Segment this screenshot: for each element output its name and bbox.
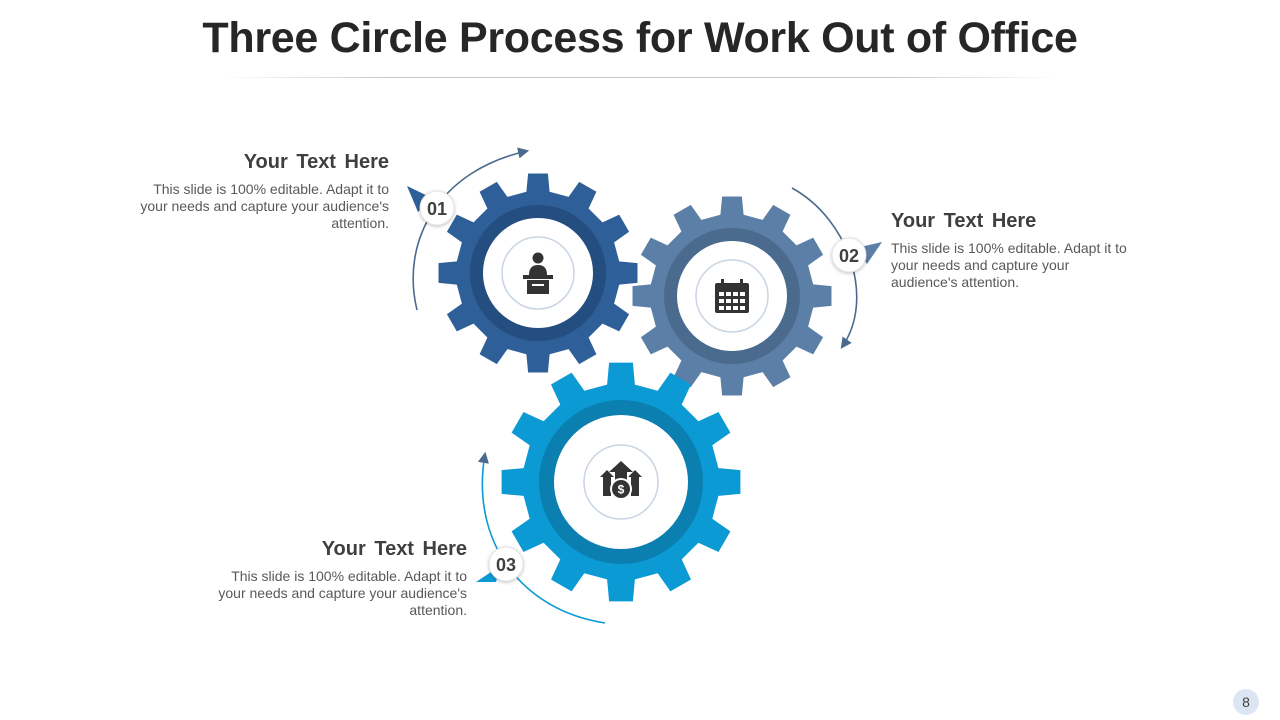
text-block-03: Your Text Here This slide is 100% editab… [207,538,467,619]
money-growth-icon: $ [600,461,642,500]
title-divider [220,77,1060,78]
calendar-icon [715,279,749,313]
step-number-02: 02 [839,246,859,266]
slide-title: Three Circle Process for Work Out of Off… [202,14,1078,62]
badge-01-pointer [407,186,432,212]
step-heading-01: Your Text Here [243,151,389,173]
step-number-01: 01 [427,199,447,219]
speaker-at-podium-icon [523,252,553,294]
step-badge-01: 01 [419,190,455,226]
step-heading-02: Your Text Here [891,210,1037,232]
text-block-01: Your Text Here This slide is 100% editab… [129,151,389,232]
gear-03: $ [501,362,741,602]
step-body-01: This slide is 100% editable. Adapt it to… [140,181,389,231]
text-block-02: Your Text Here This slide is 100% editab… [891,210,1131,291]
step-badge-03: 03 [488,546,524,582]
gear-01 [438,173,638,373]
gear-02 [632,196,832,396]
page-number: 8 [1233,689,1259,715]
step-heading-03: Your Text Here [321,538,467,560]
svg-text:$: $ [618,483,625,497]
step-body-03: This slide is 100% editable. Adapt it to… [218,568,467,618]
step-number-03: 03 [496,555,516,575]
step-badge-02: 02 [831,237,867,273]
step-body-02: This slide is 100% editable. Adapt it to… [891,240,1127,290]
